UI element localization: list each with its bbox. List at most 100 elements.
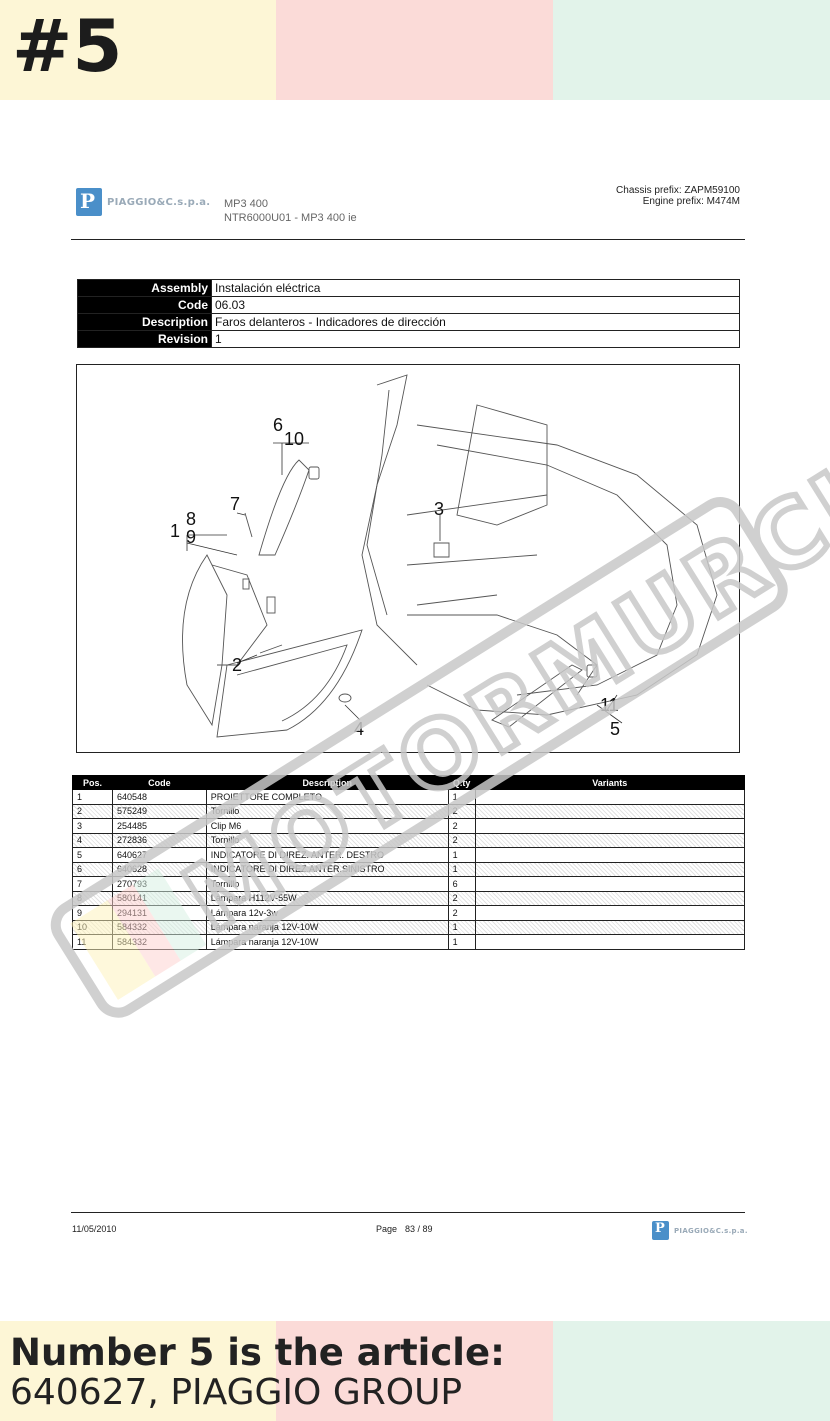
assembly-value: 1 [211, 330, 740, 348]
indicator-right-shape [491, 664, 583, 728]
bulb-9 [242, 578, 250, 590]
table-cell: Lámpara H112V-55W [205, 890, 449, 906]
engine-prefix: Engine prefix: M474M [642, 196, 740, 207]
piaggio-logo: PIAGGIO&C.s.p.a. [76, 188, 210, 216]
table-cell: 584332 [111, 919, 207, 935]
callout-label: 2 [232, 655, 242, 675]
table-cell: 1 [447, 847, 476, 863]
brand-name: PIAGGIO&C.s.p.a. [107, 196, 211, 208]
table-cell: 2 [447, 832, 476, 848]
bulb-8 [266, 596, 276, 614]
table-cell [474, 861, 746, 877]
table-cell: 1 [447, 934, 476, 950]
callout-label: 10 [284, 429, 304, 449]
table-cell [474, 890, 746, 906]
table-cell: PROIETTORE COMPLETO [205, 789, 449, 805]
footer-piaggio-logo: PIAGGIO&C.s.p.a. [652, 1221, 748, 1240]
prefix-info: Chassis prefix: ZAPM59100 Engine prefix:… [616, 185, 740, 207]
leader-4 [344, 704, 361, 721]
callout-label: 9 [186, 527, 196, 547]
table-cell: 6 [72, 861, 113, 877]
header-divider [71, 239, 745, 240]
callout-label: 5 [610, 719, 620, 739]
assembly-key: Description [77, 313, 212, 331]
table-cell: 575249 [111, 803, 207, 819]
column-header: Pos. [72, 775, 113, 790]
page-label: Page [376, 1224, 398, 1234]
assembly-value: Instalación eléctrica [211, 279, 740, 297]
footer-p-icon [652, 1221, 669, 1240]
table-cell: 640627 [111, 847, 207, 863]
table-cell [474, 803, 746, 819]
page-number: 83 / 89 [405, 1224, 433, 1234]
table-cell: 640548 [111, 789, 207, 805]
table-cell: 2 [447, 818, 476, 834]
table-cell: 584332 [111, 934, 207, 950]
body-shell [416, 424, 718, 716]
column-header: Q.ty [447, 775, 476, 790]
assembly-key: Assembly [77, 279, 212, 297]
table-cell: 4 [72, 832, 113, 848]
callout-label: 8 [186, 509, 196, 529]
caption-title: Number 5 is the article: [10, 1331, 505, 1374]
table-cell: 270793 [111, 876, 207, 892]
table-cell: Clip M6 [205, 818, 449, 834]
column-header: Code [111, 775, 207, 790]
band-green [553, 0, 830, 100]
table-cell: 5 [72, 847, 113, 863]
table-cell: 294131 [111, 905, 207, 921]
table-cell [474, 847, 746, 863]
chassis-prefix: Chassis prefix: ZAPM59100 [616, 185, 740, 196]
callout-label: 3 [434, 499, 444, 519]
table-cell: 7 [72, 876, 113, 892]
handlebar-stem [456, 404, 548, 526]
indicator-bulb-10 [308, 466, 320, 480]
callout-label: 11 [600, 695, 619, 715]
table-cell: 1 [447, 861, 476, 877]
table-cell: Tornillo [205, 876, 449, 892]
caption-article: 640627, PIAGGIO GROUP [10, 1372, 463, 1413]
body-shell-inner [436, 444, 678, 696]
screw-4 [338, 693, 352, 703]
table-cell [474, 818, 746, 834]
table-cell: 8 [72, 890, 113, 906]
table-cell [474, 832, 746, 848]
table-cell [474, 934, 746, 950]
table-cell: 640628 [111, 861, 207, 877]
callout-label: 6 [273, 415, 283, 435]
table-cell [474, 905, 746, 921]
table-cell: 272836 [111, 832, 207, 848]
table-cell: INDICATORE DI DIREZ.ANTER.SINISTRO [205, 861, 449, 877]
table-cell: 10 [72, 919, 113, 935]
table-cell: 9 [72, 905, 113, 921]
headlight-housing [182, 554, 228, 727]
table-cell: 254485 [111, 818, 207, 834]
piaggio-p-icon [76, 188, 102, 216]
headlight-lens [216, 629, 363, 738]
top-color-band [0, 0, 830, 100]
item-number-badge: #5 [12, 4, 123, 88]
table-cell: 3 [72, 818, 113, 834]
frame-outline [361, 374, 418, 666]
table-cell: 2 [447, 803, 476, 819]
clip-3 [433, 542, 450, 558]
table-cell: 1 [447, 919, 476, 935]
callout-label: 4 [354, 719, 364, 739]
table-cell [474, 919, 746, 935]
table-cell: 2 [447, 890, 476, 906]
